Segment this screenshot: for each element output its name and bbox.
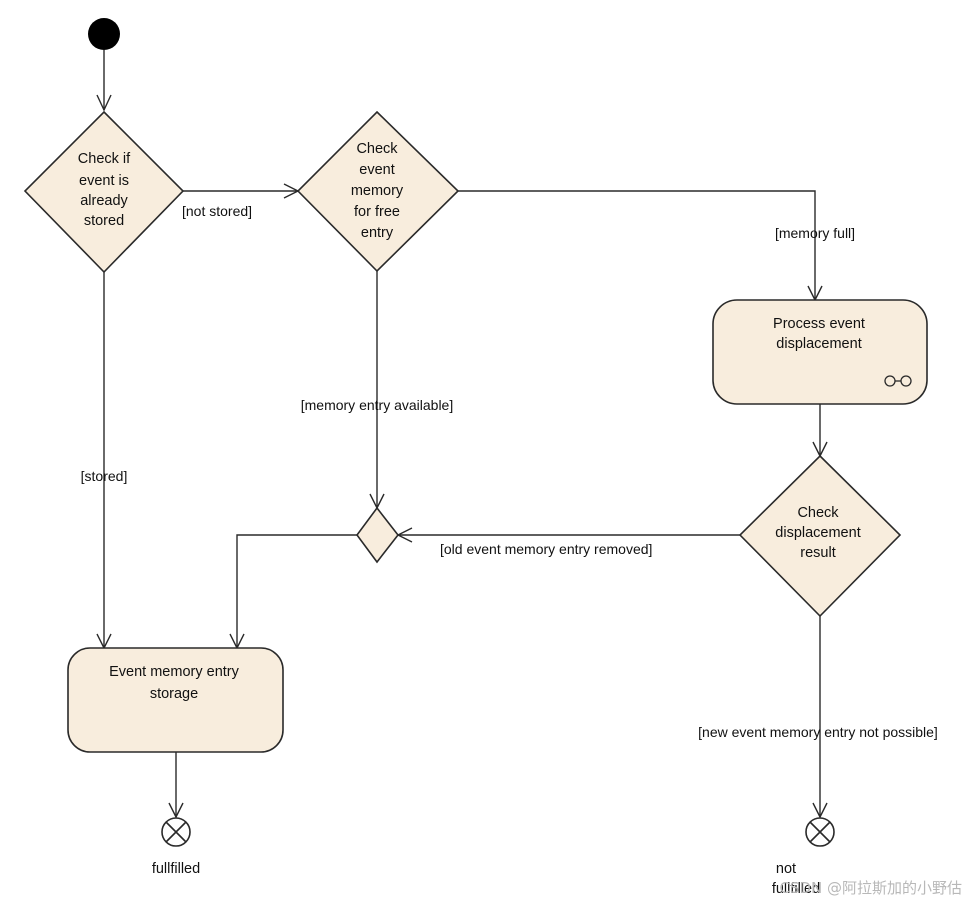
check-stored-line-4: stored [84,213,124,229]
process-line-2: displacement [776,336,861,352]
final-label-fulfilled: fullfilled [152,861,200,877]
rake-icon [884,375,912,387]
merge-node [356,506,400,564]
decision-check-displacement: Check displacement result [738,454,902,618]
check-stored-line-3: already [80,193,128,209]
guard-stored: [stored] [81,468,128,484]
check-displacement-line-3: result [800,545,835,561]
process-line-1: Process event [773,316,865,332]
decision-check-stored: Check if event is already stored [23,110,185,274]
check-free-line-4: for free [354,204,400,220]
final-label-not-line-1: not [776,861,796,877]
guard-not-stored: [not stored] [182,203,252,219]
guard-not-possible: [new event memory entry not possible] [698,724,938,740]
guard-memory-full: [memory full] [775,225,855,241]
guard-old-removed: [old event memory entry removed] [440,541,652,557]
storage-line-2: storage [150,686,198,702]
initial-node [88,18,120,50]
action-process-displacement: Process event displacement [712,299,928,405]
arrowhead [168,802,184,819]
check-displacement-line-1: Check [797,505,839,521]
check-stored-line-1: Check if [78,151,131,167]
check-free-line-1: Check [356,141,398,157]
check-displacement-line-2: displacement [775,525,860,541]
edges [96,50,828,819]
check-free-line-5: entry [361,225,394,241]
arrowhead [812,802,828,819]
guard-memory-available: [memory entry available] [301,397,454,413]
check-free-line-3: memory [351,183,404,199]
edge-merge-to-storage [236,534,357,648]
edge-memory-full [458,190,816,300]
action-event-storage: Event memory entry storage [67,647,284,753]
arrowhead [96,94,112,112]
decision-check-free-entry: Check event memory for free entry [296,110,460,273]
final-node-not-fulfilled [805,817,835,847]
final-node-fulfilled [161,817,191,847]
check-free-line-2: event [359,162,394,178]
storage-line-1: Event memory entry [109,664,239,680]
watermark: CSDN @阿拉斯加的小野估 [779,879,962,897]
final-label-not-line-2: fullfilled [772,881,820,897]
check-stored-line-2: event is [79,173,129,189]
